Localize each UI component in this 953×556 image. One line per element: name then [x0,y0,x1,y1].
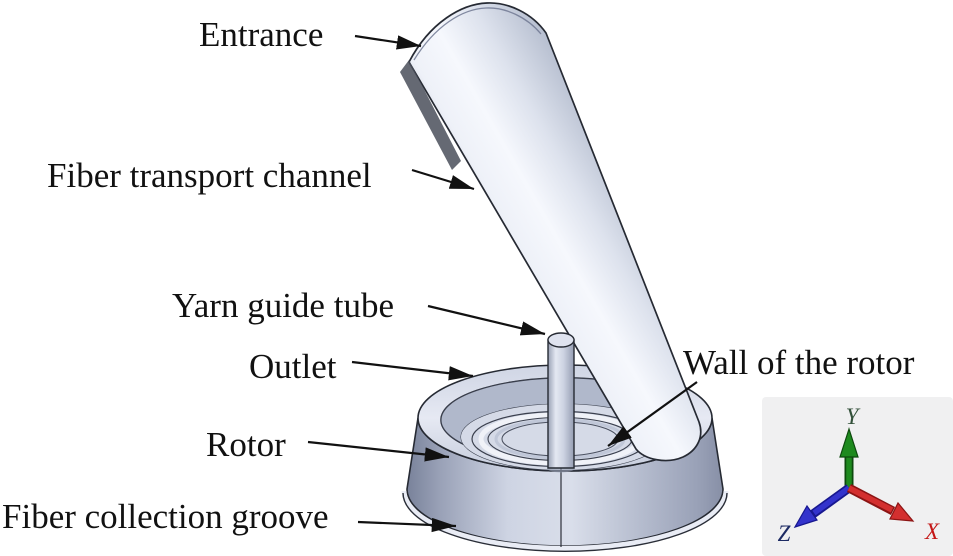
fiber-transport-channel-cone [400,2,702,462]
cone-body [408,2,702,462]
leader-entrance [354,34,422,50]
y-axis-label: Y [846,404,861,429]
yarn-guide-tube-part [547,332,575,473]
x-axis-arrow [846,484,915,522]
leader-fiber-collection-groove [357,517,457,533]
tube-top-cap [547,332,575,348]
fiber-collection-groove-lip [401,490,729,551]
y-axis-arrow [839,427,859,488]
leader-rotor [307,440,450,462]
cone-entrance-lip [413,7,542,61]
leader-wall-of-the-rotor [607,381,698,447]
z-axis-arrow [793,484,852,529]
label-rotor: Rotor [206,425,286,464]
cone-wall-thickness [400,60,461,170]
tube-body [547,339,575,469]
x-axis-label: X [924,519,940,544]
label-entrance: Entrance [199,15,323,54]
leader-yarn-guide-tube [427,304,546,336]
label-fiber-collection-groove: Fiber collection groove [2,497,329,536]
fiber-collection-groove-edge [402,492,728,553]
label-yarn-guide-tube: Yarn guide tube [172,286,394,325]
leader-outlet [351,360,474,381]
axis-triad: Y Z X [778,404,940,546]
label-fiber-transport-channel: Fiber transport channel [47,156,372,195]
leader-fiber-transport-channel [411,168,475,191]
label-outlet: Outlet [249,347,337,386]
label-wall-of-the-rotor: Wall of the rotor [683,343,915,382]
z-axis-label: Z [778,521,791,546]
callouts: Entrance Fiber transport channel Yarn gu… [2,15,915,536]
